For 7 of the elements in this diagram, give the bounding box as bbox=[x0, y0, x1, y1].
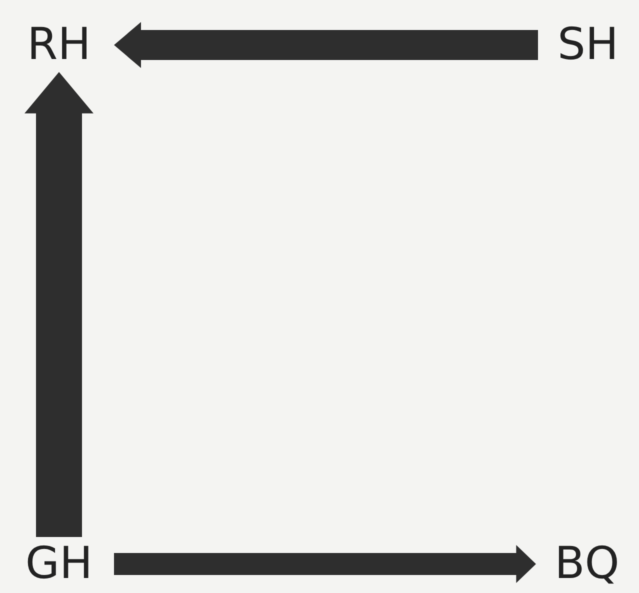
node-label: GH bbox=[25, 542, 93, 586]
node-label: RH bbox=[27, 23, 91, 67]
arrow bbox=[24, 72, 94, 537]
node-label: BQ bbox=[554, 542, 620, 586]
arrow bbox=[114, 545, 536, 583]
node-label: SH bbox=[557, 23, 618, 67]
arrow bbox=[114, 22, 538, 68]
